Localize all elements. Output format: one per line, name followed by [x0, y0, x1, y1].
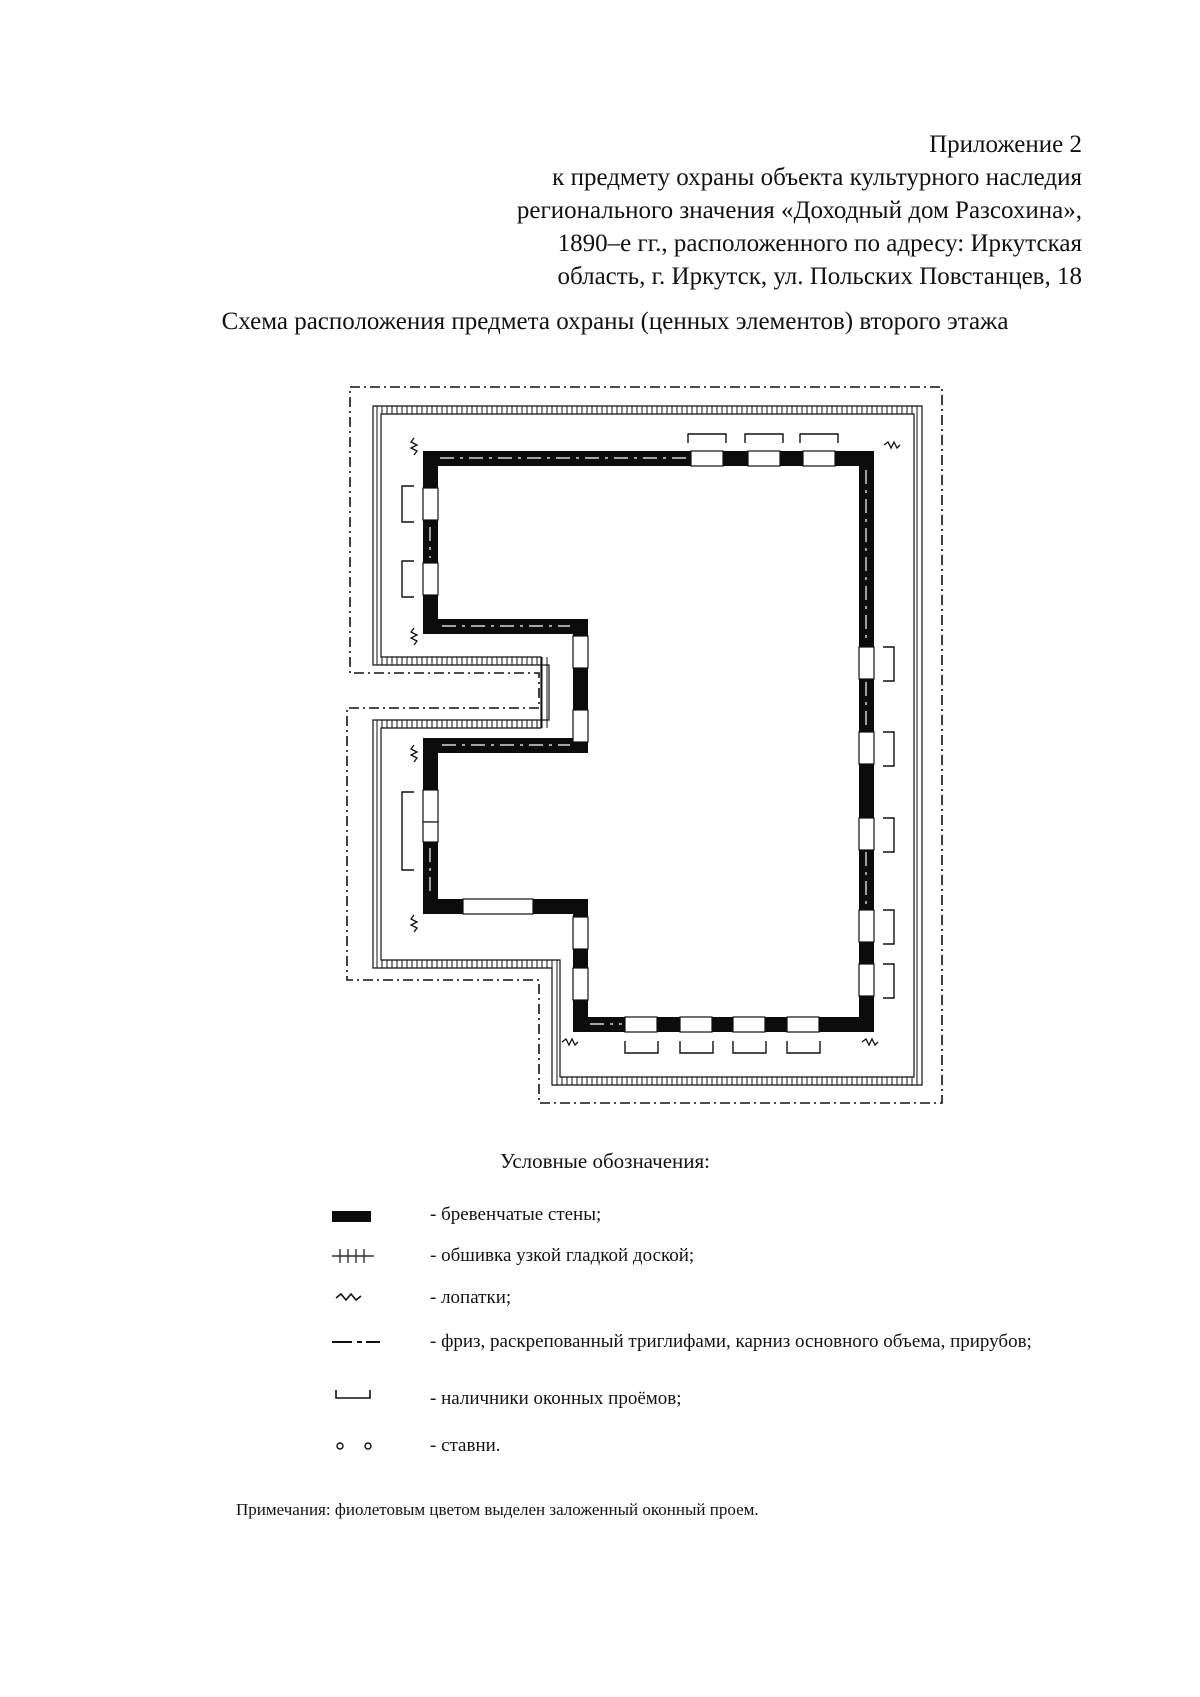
- legend-title: Условные обозначения:: [499, 1149, 711, 1173]
- note-text: Примечания: фиолетовым цветом выделен за…: [236, 1500, 759, 1519]
- legend-plank-siding-symbol: [332, 1249, 374, 1263]
- window-openings: [422, 450, 875, 1033]
- header-line: регионального значения «Доходный дом Раз…: [516, 197, 1082, 224]
- scheme-title: Схема расположения предмета охраны (ценн…: [221, 308, 1009, 335]
- frieze-lines: [429, 457, 867, 1025]
- legend-item-pilasters: - лопатки;: [430, 1287, 512, 1308]
- legend-item-log-walls: - бревенчатые стены;: [430, 1204, 602, 1225]
- header-line: область, г. Иркутск, ул. Польских Повста…: [557, 263, 1083, 290]
- outer-boundary-line: [346, 386, 943, 1104]
- legend-pilaster-symbol: [335, 1292, 362, 1302]
- legend-window-frame-symbol: [335, 1390, 371, 1399]
- legend-item-frieze: - фриз, раскрепованный триглифами, карни…: [430, 1331, 1032, 1352]
- legend-item-plank-siding: - обшивка узкой гладкой доской;: [430, 1245, 695, 1266]
- window-frames: [401, 433, 895, 1054]
- header-line: Приложение 2: [929, 131, 1082, 158]
- legend-item-window-frames: - наличники оконных проёмов;: [430, 1388, 682, 1409]
- log-walls: [423, 451, 874, 1032]
- appendix-header: Приложение 2 к предмету охраны объекта к…: [517, 128, 1082, 293]
- legend-log-wall-symbol: [332, 1211, 371, 1222]
- header-line: 1890–е гг., расположенного по адресу: Ир…: [557, 230, 1082, 257]
- pilaster-marks: [409, 437, 901, 1047]
- header-line: к предмету охраны объекта культурного на…: [552, 164, 1082, 191]
- legend-item-shutters: - ставни.: [430, 1435, 501, 1456]
- plank-siding-ticks: [373, 406, 922, 1085]
- legend-shutters-symbol: [336, 1442, 372, 1450]
